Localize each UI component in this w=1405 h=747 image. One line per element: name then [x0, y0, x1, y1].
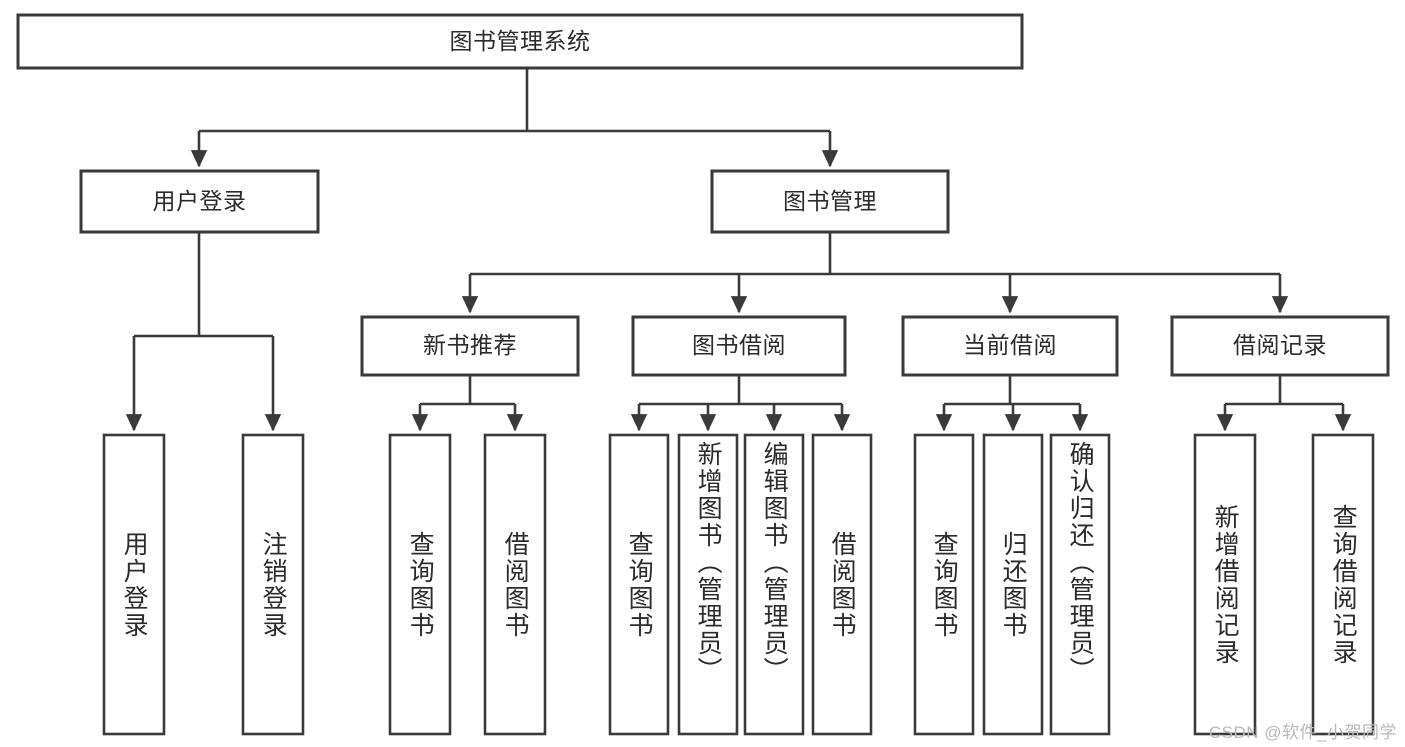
node-box-leaf-query-book-1[interactable]: [388, 433, 452, 736]
node-box-user-login[interactable]: [79, 169, 320, 234]
node-box-leaf-add-book[interactable]: [677, 433, 739, 736]
node-box-leaf-query-book-3[interactable]: [913, 433, 975, 736]
node-box-book-borrow[interactable]: [631, 315, 847, 377]
node-box-borrow-record[interactable]: [1170, 315, 1390, 377]
node-box-book-management[interactable]: [710, 169, 950, 234]
node-box-root[interactable]: [16, 13, 1024, 70]
node-box-leaf-user-logout[interactable]: [241, 433, 305, 736]
node-box-leaf-add-record[interactable]: [1193, 433, 1257, 736]
node-box-leaf-borrow-book-2[interactable]: [811, 433, 873, 736]
node-box-leaf-query-book-2[interactable]: [608, 433, 670, 736]
node-box-new-book-recommend[interactable]: [360, 315, 580, 377]
node-box-leaf-confirm-return[interactable]: [1049, 433, 1111, 736]
node-box-leaf-borrow-book-1[interactable]: [483, 433, 547, 736]
node-box-leaf-query-record[interactable]: [1311, 433, 1375, 736]
node-box-leaf-user-login[interactable]: [102, 433, 166, 736]
csdn-watermark: CSDN @软件_小贺同学: [1208, 723, 1397, 742]
node-box-leaf-return-book[interactable]: [982, 433, 1044, 736]
node-box-current-borrow[interactable]: [901, 315, 1119, 377]
node-box-leaf-edit-book[interactable]: [743, 433, 805, 736]
